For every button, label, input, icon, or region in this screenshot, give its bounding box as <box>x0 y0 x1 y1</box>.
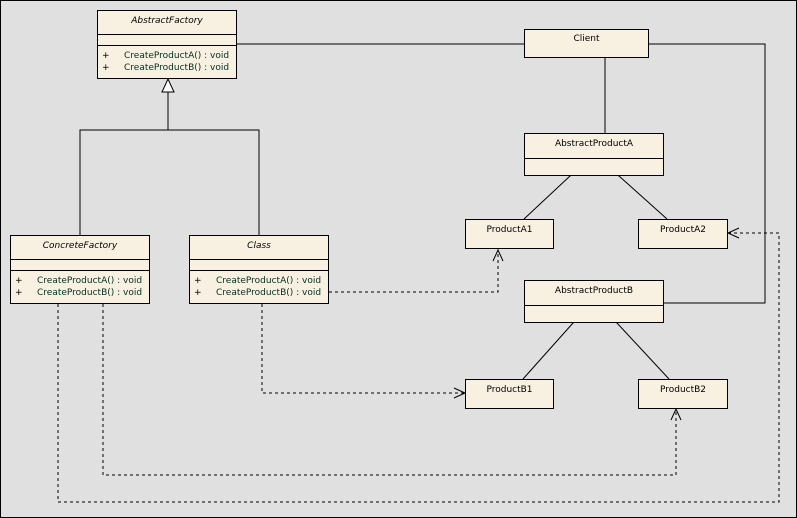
open-arrowhead-productB2 <box>670 407 682 421</box>
class-product-a2[interactable]: ProductA2 <box>638 219 728 249</box>
class-name: AbstractFactory <box>131 16 203 26</box>
operations-compartment: + CreateProductA() : void + CreateProductB… <box>98 45 236 76</box>
operation-signature: CreateProductB() : void <box>124 63 230 73</box>
dependency-concrete-productA2 <box>57 232 780 503</box>
generalization-factories <box>79 79 260 235</box>
visibility-marker: + <box>15 288 23 298</box>
visibility-marker: + <box>102 63 110 73</box>
class-name: ProductB1 <box>486 385 533 395</box>
generalization-b1 <box>522 323 573 380</box>
operation-row: + CreateProductA() : void <box>15 275 145 287</box>
class-client[interactable]: Client <box>524 29 649 58</box>
operation-signature: CreateProductB() : void <box>216 288 322 298</box>
class-name: Class <box>247 241 271 251</box>
operation-signature: CreateProductB() : void <box>37 288 143 298</box>
operation-signature: CreateProductA() : void <box>37 276 143 286</box>
visibility-marker: + <box>194 288 202 298</box>
dependency-class-productA1 <box>329 250 499 293</box>
class-name: ProductA1 <box>486 225 533 235</box>
class-name: ConcreteFactory <box>42 241 118 251</box>
operation-row: + CreateProductB() : void <box>194 287 324 299</box>
attributes-compartment <box>98 34 236 45</box>
dependency-class-productB1 <box>261 304 465 394</box>
class-name: ProductA2 <box>659 225 707 235</box>
visibility-marker: + <box>15 276 23 286</box>
operations-compartment: + CreateProductA() : void + CreateProductB… <box>11 270 149 301</box>
class-product-a1[interactable]: ProductA1 <box>465 219 554 249</box>
class-concrete-factory[interactable]: ConcreteFactory + CreateProductA() : void… <box>10 235 150 304</box>
generalization-b2 <box>617 323 670 380</box>
class-product-b2[interactable]: ProductB2 <box>638 379 728 409</box>
open-arrowhead-productA1 <box>492 248 504 262</box>
class-name: Client <box>573 34 600 44</box>
operation-row: + CreateProductA() : void <box>102 50 232 62</box>
class-name: ProductB2 <box>659 385 707 395</box>
class-name: AbstractProductA <box>554 139 634 149</box>
operation-signature: CreateProductA() : void <box>216 276 322 286</box>
generalization-a2 <box>619 176 668 220</box>
attributes-compartment <box>11 259 149 270</box>
operation-row: + CreateProductB() : void <box>15 287 145 299</box>
visibility-marker: + <box>194 276 202 286</box>
class-product-b1[interactable]: ProductB1 <box>465 379 554 409</box>
class-abstract-factory[interactable]: AbstractFactory + CreateProductA() : void… <box>97 10 237 79</box>
operation-signature: CreateProductA() : void <box>124 51 230 61</box>
open-arrowhead-productA2 <box>726 227 740 239</box>
operations-compartment: + CreateProductA() : void + CreateProductB… <box>190 270 328 301</box>
visibility-marker: + <box>102 51 110 61</box>
attributes-compartment <box>190 259 328 270</box>
operation-row: + CreateProductB() : void <box>102 62 232 74</box>
class-abstract-product-b[interactable]: AbstractProductB <box>524 280 664 323</box>
operation-row: + CreateProductA() : void <box>194 275 324 287</box>
attributes-compartment <box>525 305 663 316</box>
attributes-compartment <box>525 158 663 169</box>
generalization-a1 <box>523 176 570 220</box>
class-class[interactable]: Class + CreateProductA() : void + CreatePr… <box>189 235 329 304</box>
dependency-concrete-productB2 <box>102 304 677 476</box>
generalization-arrowhead-factory <box>161 77 175 93</box>
class-name: AbstractProductB <box>554 286 634 296</box>
association-client-productB <box>649 43 766 304</box>
class-abstract-product-a[interactable]: AbstractProductA <box>524 133 664 176</box>
